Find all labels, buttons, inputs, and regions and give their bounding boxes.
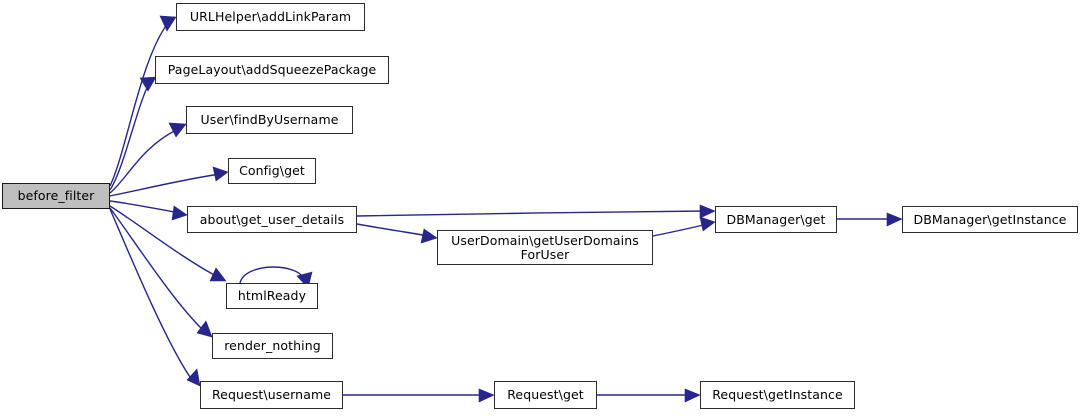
edge-before_filter-to-user_find_by_user [109, 122, 187, 194]
node-request_instance[interactable]: Request\getInstance [700, 381, 855, 409]
node-request_username[interactable]: Request\username [200, 381, 343, 409]
node-user_domains[interactable]: UserDomain\getUserDomains ForUser [437, 230, 653, 265]
node-before_filter[interactable]: before_filter [2, 183, 110, 209]
node-label-dbmanager_instance: DBManager\getInstance [913, 211, 1067, 227]
edge-dbmanager_get-to-dbmanager_instance [837, 212, 903, 227]
edge-before_filter-to-url_add_link_param [109, 15, 177, 187]
node-html_ready[interactable]: htmlReady [226, 283, 318, 309]
arrowhead-icon [420, 228, 438, 244]
node-label-about_get_user: about\get_user_details [199, 211, 345, 227]
arrowhead-icon [684, 388, 701, 403]
node-label-request_instance: Request\getInstance [712, 387, 843, 403]
arrowhead-icon [699, 204, 716, 219]
node-label-page_squeeze: PageLayout\addSqueezePackage [167, 62, 377, 78]
node-label-request_username: Request\username [211, 387, 332, 403]
edge-before_filter-to-config_get [109, 166, 229, 197]
arrowhead-icon [168, 122, 187, 138]
edge-before_filter-to-page_squeeze [109, 76, 157, 191]
arrowhead-icon [139, 76, 157, 92]
node-render_nothing[interactable]: render_nothing [212, 333, 333, 359]
node-label-config_get: Config\get [239, 163, 305, 179]
arrowhead-icon [159, 15, 177, 32]
edge-request_username-to-request_get [343, 388, 495, 403]
node-label-dbmanager_get: DBManager\get [726, 211, 826, 227]
node-config_get[interactable]: Config\get [228, 158, 316, 184]
node-dbmanager_instance[interactable]: DBManager\getInstance [902, 206, 1078, 233]
node-label-url_add_link_param: URLHelper\addLinkParam [189, 9, 352, 25]
arrowhead-icon [699, 216, 716, 232]
node-label-user_domains: UserDomain\getUserDomains ForUser [451, 233, 639, 262]
edge-before_filter-to-request_username [109, 208, 201, 387]
edge-about_get_user-to-dbmanager_get [356, 204, 716, 219]
arrowhead-icon [196, 320, 213, 338]
edge-request_get-to-request_instance [597, 388, 701, 403]
arrowhead-icon [209, 267, 227, 282]
node-url_add_link_param[interactable]: URLHelper\addLinkParam [176, 3, 365, 31]
node-label-html_ready: htmlReady [237, 288, 307, 304]
arrowhead-icon [886, 212, 903, 227]
arrowhead-icon [212, 166, 229, 182]
arrowhead-icon [186, 368, 201, 387]
node-label-render_nothing: render_nothing [224, 338, 321, 354]
node-label-request_get: Request\get [507, 387, 584, 403]
node-dbmanager_get[interactable]: DBManager\get [715, 206, 837, 233]
node-label-before_filter: before_filter [17, 188, 95, 204]
arrowhead-icon [171, 205, 188, 221]
edge-user_domains-to-dbmanager_get [652, 216, 716, 237]
node-about_get_user[interactable]: about\get_user_details [187, 206, 357, 233]
arrowhead-icon [478, 388, 495, 403]
node-user_find_by_user[interactable]: User\findByUsername [186, 106, 353, 134]
edge-about_get_user-to-user_domains [356, 223, 438, 244]
node-request_get[interactable]: Request\get [494, 381, 597, 409]
node-page_squeeze[interactable]: PageLayout\addSqueezePackage [155, 56, 389, 84]
edge-before_filter-to-about_get_user [109, 200, 188, 221]
node-label-user_find_by_user: User\findByUsername [200, 112, 339, 128]
